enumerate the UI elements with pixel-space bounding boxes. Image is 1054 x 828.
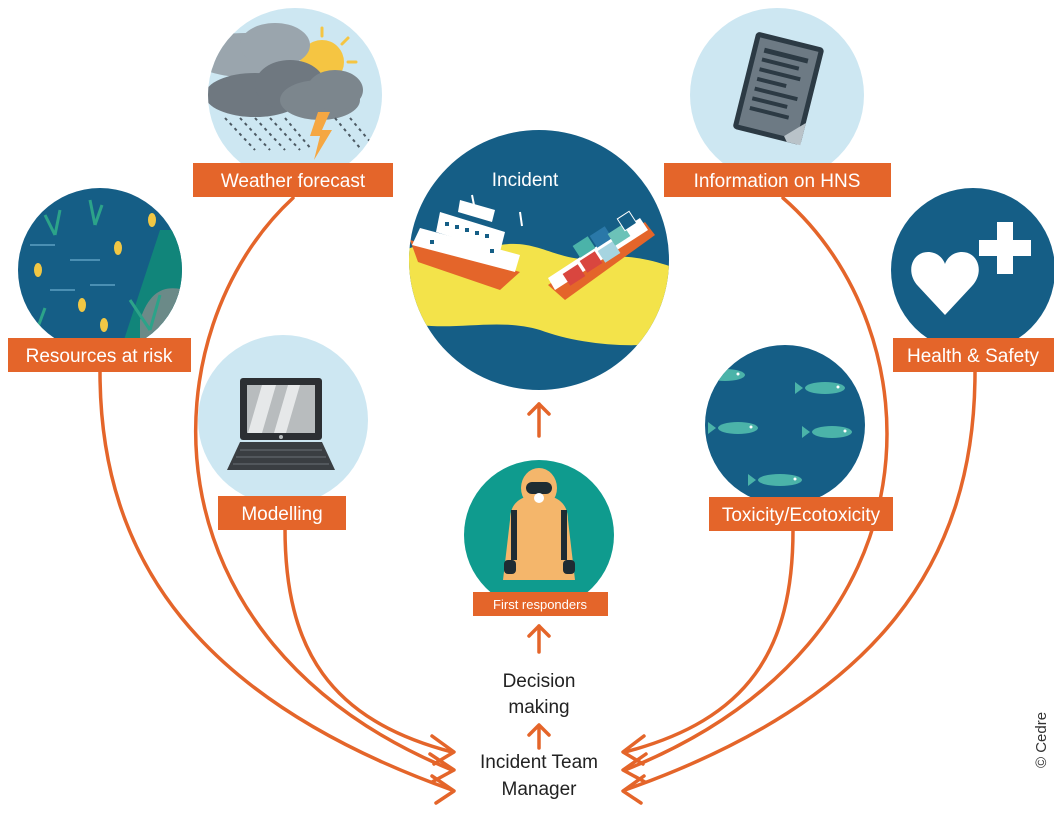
arrow-information-to-manager [623,196,889,772]
hazmat-suit-person-icon [503,468,575,580]
arrowhead-left-3 [430,734,456,766]
first-responders-label: First responders [493,597,587,612]
node-health[interactable]: Health & Safety [891,188,1054,372]
manager-line-2: Manager [502,779,578,800]
health-label-box [893,338,1054,372]
information-label-box [664,163,891,197]
weather-label-box [193,163,393,197]
node-information[interactable]: Information on HNS [664,8,891,197]
incident-label: Incident [492,170,559,191]
laptop-icon [227,378,335,470]
weather-label: Weather forecast [221,171,366,192]
sinking-ships-spill-icon [409,194,669,346]
heart-plus-icon [911,222,1031,315]
decision-line-1: Decision [503,671,576,692]
modelling-label: Modelling [241,504,322,525]
toxicity-label: Toxicity/Ecotoxicity [722,505,881,526]
arrow-resources-to-manager [98,370,454,792]
resources-label-box [8,338,191,372]
arrow-manager-to-decision [527,723,551,750]
arrowhead-right-1 [621,774,646,805]
arrow-modelling-to-manager [283,526,454,754]
arrow-toxicity-to-manager [623,528,795,754]
decision-making-node: Decision making [503,671,576,718]
arrow-decision-to-responders [527,624,551,654]
node-modelling[interactable]: Modelling [198,335,368,530]
arrow-responders-to-incident [527,402,551,438]
first-responders-label-box [473,592,608,616]
decision-line-2: making [508,697,569,718]
arrowhead-left-2 [428,752,456,784]
information-label: Information on HNS [694,171,861,192]
node-toxicity[interactable]: Toxicity/Ecotoxicity [695,345,893,531]
arrow-weather-to-manager [194,196,454,772]
arrowhead-right-3 [621,734,646,766]
flow-arrows [98,196,977,805]
toxicity-label-box [709,497,893,531]
modelling-label-box [218,496,346,530]
node-first-responders[interactable]: First responders [464,460,614,616]
node-incident[interactable]: Incident [400,130,680,390]
node-resources[interactable]: Resources at risk [8,188,200,372]
resources-label: Resources at risk [26,346,173,367]
incident-team-manager-node: Incident Team Manager [480,752,598,800]
health-label: Health & Safety [907,346,1040,367]
copyright-credit: © Cedre [1033,712,1050,768]
node-weather[interactable]: Weather forecast [190,8,393,197]
fish-school-icon [705,369,852,486]
arrow-health-to-manager [623,370,977,792]
manager-line-1: Incident Team [480,752,598,773]
arrowhead-left-1 [430,774,456,805]
document-sheet-icon [733,32,824,146]
weather-cloud-sun-rain-icon [208,23,373,160]
